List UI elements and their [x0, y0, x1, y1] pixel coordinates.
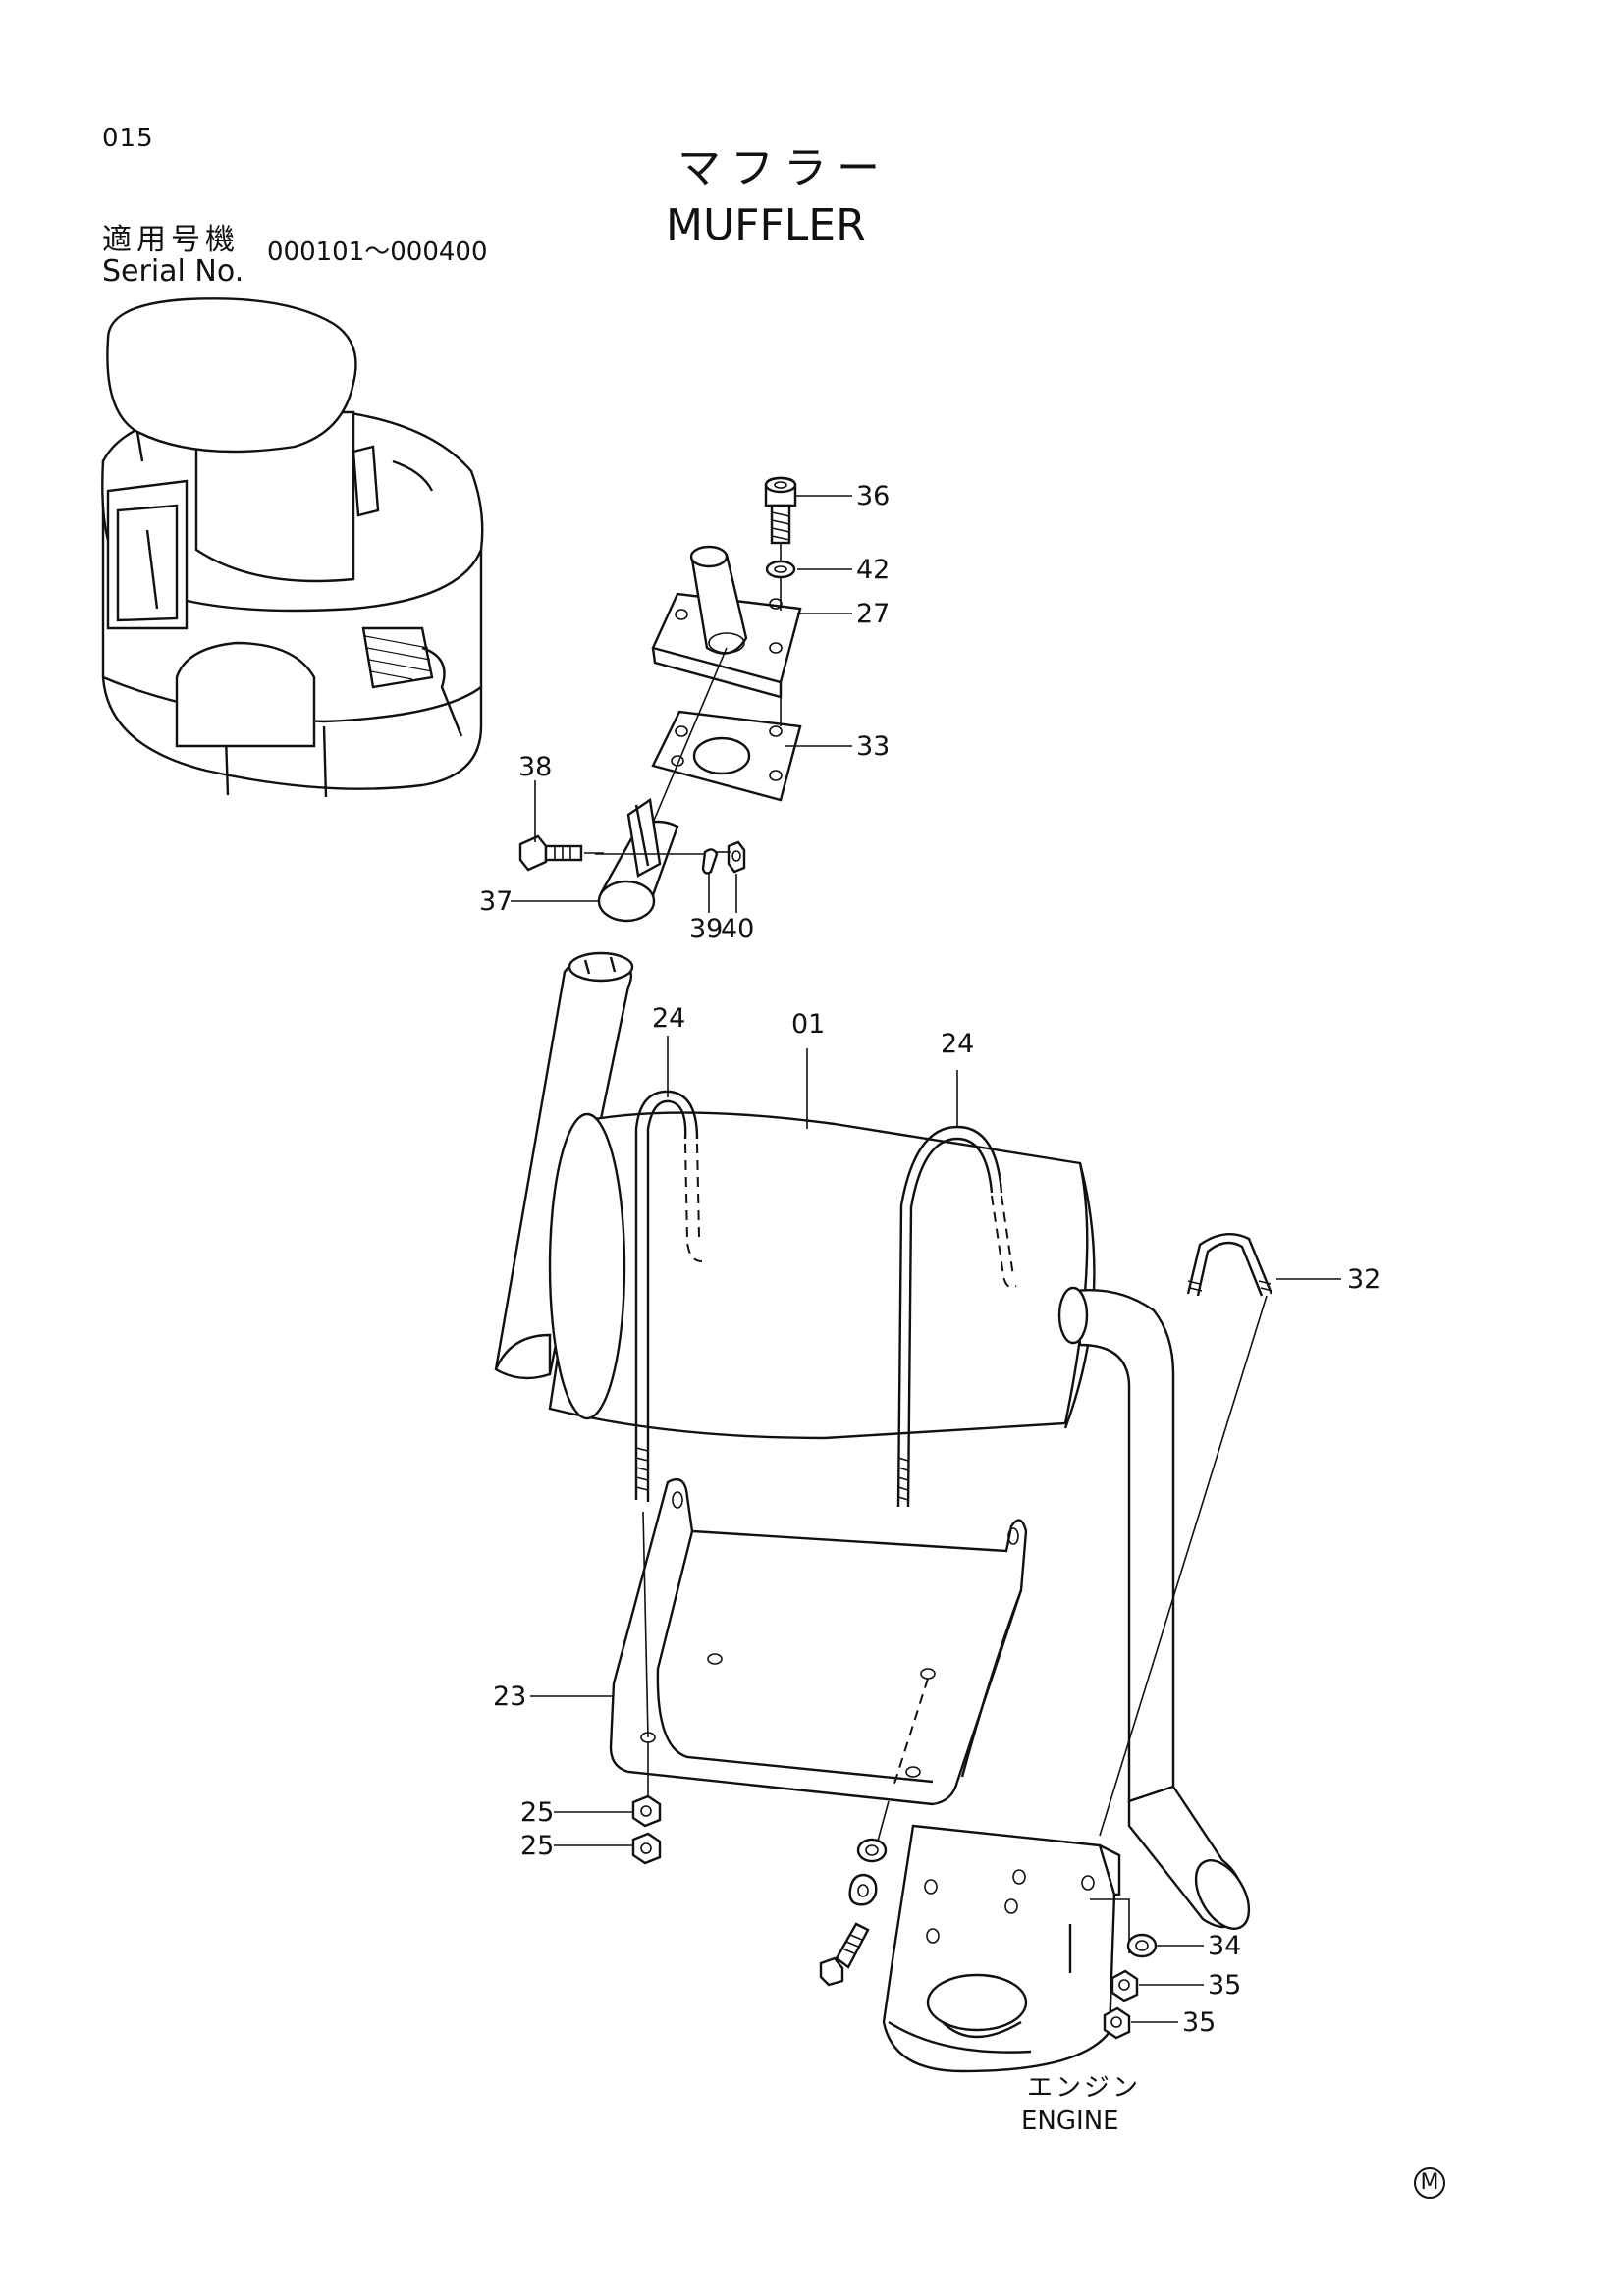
callout-25-lower: 25 — [520, 1831, 554, 1861]
muffler-assembly — [494, 951, 1273, 1930]
callout-labels: 36 42 27 33 38 37 39 40 24 01 24 32 23 2… — [479, 481, 1380, 2038]
title-english: MUFFLER — [666, 200, 866, 250]
engine-label-english: ENGINE — [1021, 2107, 1119, 2136]
callout-42: 42 — [856, 555, 890, 585]
callout-36: 36 — [856, 481, 890, 511]
serial-range: 000101～000400 — [267, 238, 488, 267]
exhaust-flange-assembly — [647, 476, 802, 835]
callout-32: 32 — [1347, 1264, 1380, 1295]
callout-24-left: 24 — [652, 1003, 685, 1034]
bracket-assembly — [609, 1477, 1028, 1865]
callout-leaders — [511, 495, 1341, 2023]
callout-01: 01 — [791, 1009, 825, 1040]
clamp-assembly — [518, 797, 746, 923]
page-number: 015 — [102, 124, 154, 153]
callout-35-upper: 35 — [1208, 1970, 1241, 2001]
title-japanese: マフラー — [677, 143, 890, 193]
callout-25-upper: 25 — [520, 1797, 554, 1828]
manufacturer-mark: M — [1414, 2167, 1445, 2199]
callout-27: 27 — [856, 599, 890, 629]
machine-overview — [101, 297, 484, 798]
engine-label-japanese: エンジン — [1027, 2073, 1142, 2103]
callout-35-lower: 35 — [1182, 2007, 1216, 2038]
callout-33: 33 — [856, 731, 890, 762]
callout-24-right: 24 — [941, 1029, 974, 1059]
serial-label-japanese: 適用号機 — [102, 223, 240, 257]
callout-37: 37 — [479, 886, 513, 917]
callout-40: 40 — [721, 914, 754, 944]
callout-23: 23 — [493, 1682, 526, 1712]
serial-label-english: Serial No. — [102, 254, 244, 289]
engine-mount — [819, 1824, 1158, 2073]
callout-34: 34 — [1208, 1931, 1241, 1961]
callout-39: 39 — [689, 914, 723, 944]
callout-38: 38 — [518, 752, 552, 782]
